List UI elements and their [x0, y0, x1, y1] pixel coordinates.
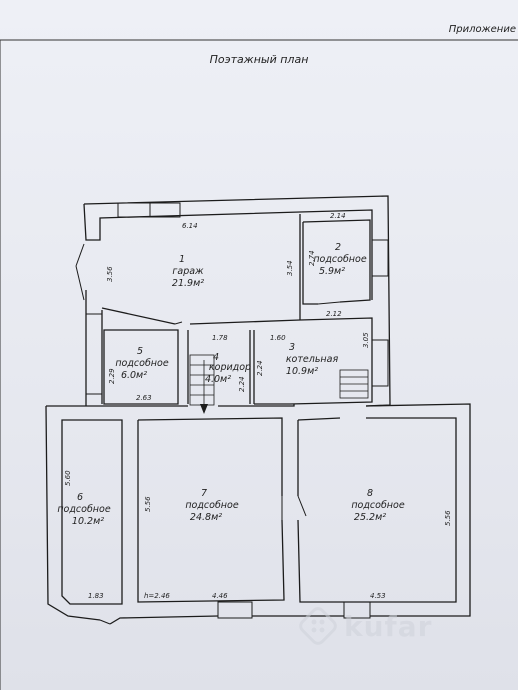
room2-name: подсобное: [313, 254, 367, 265]
room4-num: 4: [213, 352, 219, 363]
room7-num: 7: [201, 488, 207, 499]
garage-bottom-b: [189, 319, 301, 325]
room1-num: 1: [179, 254, 185, 265]
room3-num: 3: [289, 342, 295, 353]
dim-r6-height: 5.60: [64, 470, 72, 486]
appendix-label: Приложение: [448, 24, 516, 35]
dim-corr-left: 2.24: [238, 376, 246, 392]
dim-r7-height: 5.56: [144, 496, 152, 512]
room2-num: 2: [335, 242, 341, 253]
room8-walls: [297, 417, 457, 603]
dim-r3-topleft: 1.60: [270, 334, 286, 342]
watermark-text: kufar: [344, 609, 433, 643]
room3-area: 10.9м²: [286, 366, 318, 377]
stairs: [189, 354, 369, 410]
room-labels: 1 гараж 21.9м² 2 подсобное 5.9м² 3 котел…: [57, 242, 405, 527]
room7-area: 24.8м²: [190, 512, 222, 523]
arrow-icon: [200, 404, 208, 414]
room2-walls: [302, 219, 371, 303]
plan-title: Поэтажный план: [209, 53, 309, 66]
dim-r3-left: 2.24: [256, 360, 264, 376]
room5-name: подсобное: [115, 358, 169, 369]
room4-area: 4.0м²: [205, 374, 231, 385]
kufar-logo-icon: [299, 607, 337, 645]
room6-walls: [61, 419, 123, 605]
walls: [45, 195, 471, 625]
window-room3: [371, 339, 389, 387]
room3-name: котельная: [286, 354, 339, 365]
windows: [85, 202, 389, 619]
room3-walls: [254, 317, 373, 405]
room6-name: подсобное: [57, 504, 111, 515]
room5-walls: [103, 329, 179, 405]
window-room5: [85, 313, 103, 395]
dim-r5-width: 2.63: [136, 394, 152, 402]
dim-r2-height: 2.74: [308, 250, 316, 266]
window-garage-top: [117, 202, 181, 218]
room8-num: 8: [367, 488, 373, 499]
room5-area: 6.0м²: [121, 370, 147, 381]
dim-corr-top: 1.78: [212, 334, 228, 342]
room7-name: подсобное: [185, 500, 239, 511]
room2-area: 5.9м²: [319, 266, 345, 277]
room4-name: коридор: [209, 362, 251, 373]
dim-r3-top: 2.12: [326, 310, 342, 318]
room7-top: [137, 417, 283, 496]
room7-walls: [137, 420, 285, 603]
window-room2: [371, 239, 389, 277]
room1-name: гараж: [172, 266, 204, 277]
lower-outer-wall: [46, 403, 471, 625]
dim-r7-ceiling: h=2.46: [144, 592, 170, 600]
dim-garage-right: 3.54: [286, 260, 294, 276]
room8-area: 25.2м²: [354, 512, 386, 523]
room6-area: 10.2м²: [72, 516, 104, 527]
lower-left-wall: [45, 405, 101, 621]
room1-area: 21.9м²: [172, 278, 204, 289]
room5-num: 5: [137, 346, 143, 357]
dim-r7-width: 4.46: [212, 592, 228, 600]
garage-inner-top: [83, 203, 373, 300]
window-room7: [217, 601, 253, 619]
dim-garage-width: 6.14: [182, 222, 198, 230]
room2-left: [302, 222, 318, 305]
window-room8: [343, 601, 371, 619]
dim-r3-right: 3.05: [362, 332, 370, 348]
room8-name: подсобное: [351, 500, 405, 511]
dim-r8-height: 5.56: [444, 510, 452, 526]
garage-bottom-a: [101, 307, 176, 325]
dim-r6-width: 1.83: [88, 592, 104, 600]
dim-r8-width: 4.53: [370, 592, 386, 600]
room6-num: 6: [77, 492, 83, 503]
dim-r2-width: 2.14: [330, 212, 346, 220]
dim-garage-left: 3.56: [106, 266, 114, 282]
doors: [75, 243, 341, 625]
watermark: kufar: [298, 606, 432, 646]
dim-r5-height: 2.29: [108, 368, 116, 384]
dimension-labels: 6.14 3.56 3.54 2.14 2.74 2.12 3.05 2.24 …: [64, 212, 452, 600]
